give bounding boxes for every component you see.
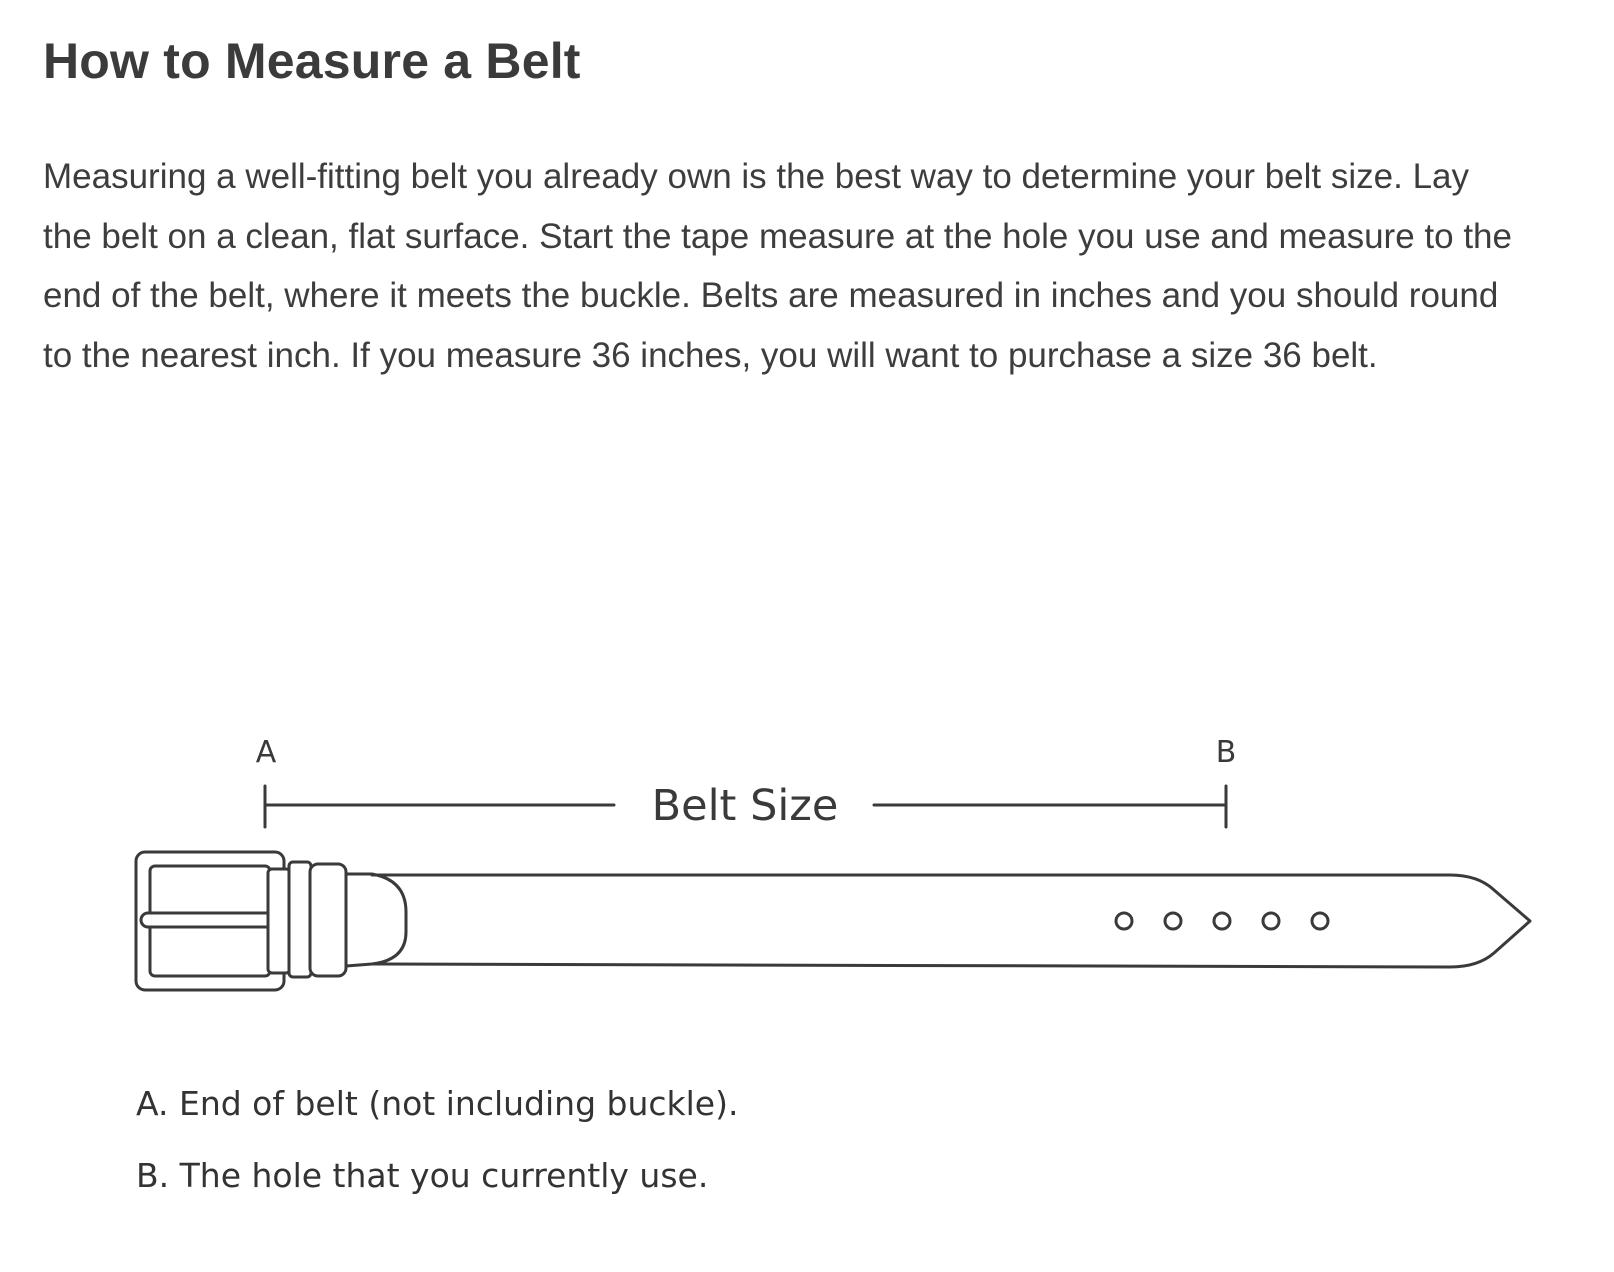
belt-hole — [1163, 911, 1183, 931]
diagram-legend: A. End of belt (not including buckle). B… — [136, 1085, 738, 1229]
point-a-label: A — [256, 735, 277, 770]
page-title: How to Measure a Belt — [43, 33, 581, 89]
intro-line: end of the belt, where it meets the buck… — [43, 276, 1499, 315]
intro-paragraph: Measuring a well-fitting belt you alread… — [43, 147, 1603, 385]
intro-line: Measuring a well-fitting belt you alread… — [43, 157, 1469, 196]
belt-holes — [1114, 911, 1330, 931]
legend-item-a: A. End of belt (not including buckle). — [136, 1084, 739, 1123]
intro-line: the belt on a clean, flat surface. Start… — [43, 216, 1512, 256]
belt-hole — [1261, 911, 1281, 931]
legend-item-b: B. The hole that you currently use. — [136, 1156, 709, 1195]
belt-size-label: Belt Size — [652, 781, 839, 831]
belt-inner-end — [344, 872, 408, 968]
belt-hole — [1212, 911, 1232, 931]
buckle-icon — [134, 850, 290, 992]
belt-hole — [1114, 911, 1134, 931]
belt-hole — [1310, 911, 1330, 931]
point-b-label: B — [1216, 735, 1237, 770]
belt-keeper-icon — [266, 860, 348, 979]
belt-strap — [370, 873, 1532, 969]
intro-line: to the nearest inch. If you measure 36 i… — [43, 335, 1378, 375]
